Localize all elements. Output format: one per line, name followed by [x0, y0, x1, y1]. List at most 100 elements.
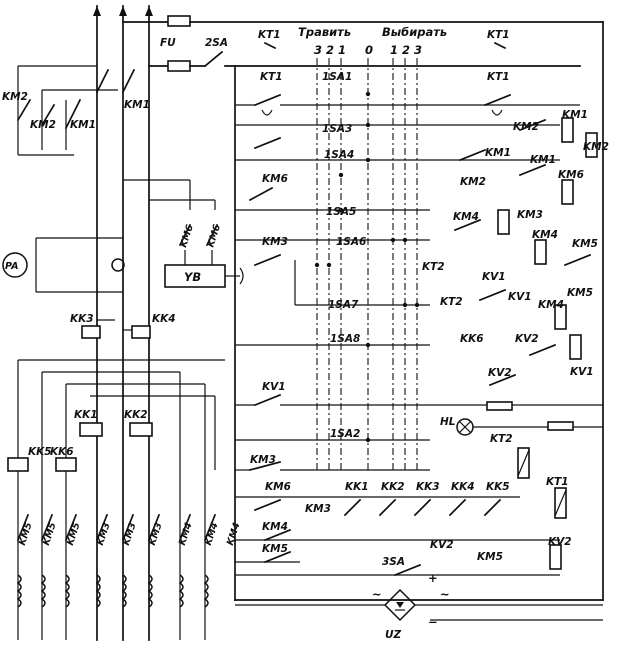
label-travit: Травить — [298, 25, 351, 39]
label-2sa: 2SA — [205, 37, 228, 49]
label-kk2: KK2 — [124, 409, 148, 421]
label-kt1-top-left: KT1 — [258, 29, 281, 41]
label-1sa3: 1SA3 — [322, 123, 352, 135]
label-kt2-r2: KT2 — [440, 296, 463, 308]
label-kt1-coil: KT1 — [546, 476, 569, 488]
label-kv2-r2: KV2 — [488, 367, 512, 379]
label-kt2-coil: KT2 — [490, 433, 513, 445]
label-kt1-mid-left: KT1 — [260, 71, 283, 83]
label-km4-coil: KM4 — [532, 229, 558, 241]
label-km5-c: KM5 — [65, 521, 83, 547]
label-km5-r: KM5 — [572, 238, 598, 250]
label-1sa2: 1SA2 — [330, 428, 360, 440]
control-frame: FU 2SA — [160, 15, 604, 601]
label-fu: FU — [160, 37, 176, 49]
control-left-branch: KM6 KM3 KV1 KM3 — [235, 173, 430, 472]
label-km4-b: KM4 — [203, 521, 221, 547]
label-kt1-mid-right: KT1 — [487, 71, 510, 83]
label-kk1-bottom: KK1 — [345, 481, 369, 493]
label-km2-r2: KM2 — [460, 176, 486, 188]
label-km5-coil: KM5 — [567, 287, 593, 299]
label-kv1-r2: KV1 — [508, 291, 532, 303]
label-km4-c: KM4 — [225, 521, 243, 547]
label-kv1-r: KV1 — [482, 271, 506, 283]
label-1sa4: 1SA4 — [324, 149, 354, 161]
label-tilde-left: ~ — [372, 587, 382, 601]
controller-position-lines — [316, 58, 418, 470]
label-yb: YB — [184, 270, 201, 284]
pos-right-3: 3 — [414, 43, 422, 57]
pos-left-1: 1 — [338, 43, 346, 57]
lamp-and-resistors — [430, 401, 603, 436]
controller-contacts: 1SA1 1SA3 1SA4 1SA5 1SA6 1SA7 1SA8 1SA2 — [235, 71, 560, 443]
label-km1-r2: KM1 — [530, 154, 556, 166]
label-km4-r: KM4 — [453, 211, 479, 223]
label-kk1: KK1 — [74, 409, 98, 421]
kt1-top-contacts: KT1 KT1 KT1 KT1 — [235, 29, 580, 116]
right-coils: KM1 KM2 KM6 KM3 KM4 KM5 KV1 KT2 KT1 KV2 — [490, 109, 609, 570]
pos-right-1: 1 — [390, 43, 398, 57]
label-minus: − — [428, 615, 438, 629]
right-contacts: KM2 KM1 KM1 KM2 KM4 KM5 KT2 KV1 KT2 KV1 … — [253, 118, 598, 428]
ammeter-pa: PA — [2, 252, 28, 278]
rectifier-uz: UZ + − ~ ~ — [235, 571, 603, 641]
controller-header: Травить Выбирать 3 2 1 0 1 2 3 — [298, 25, 447, 57]
label-km5-b: KM5 — [41, 521, 59, 547]
label-kk3: KK3 — [70, 313, 94, 325]
pos-left-3: 3 — [314, 43, 322, 57]
thermal-relays-kk1-kk2-kk5-kk6: KK1 KK2 KK5 KK6 — [7, 409, 153, 472]
label-kv1-ctrl: KV1 — [262, 381, 286, 393]
label-km5-a: KM5 — [17, 521, 35, 547]
label-tilde-right: ~ — [440, 587, 450, 601]
label-plus: + — [428, 571, 438, 585]
label-km4-bottom: KM4 — [262, 521, 288, 533]
label-1sa7: 1SA7 — [328, 299, 359, 311]
label-pa: PA — [5, 261, 18, 272]
label-kv1-coil: KV1 — [570, 366, 594, 378]
label-kk6-r: KK6 — [460, 333, 484, 345]
label-3sa: 3SA — [382, 556, 405, 568]
label-vybirat: Выбирать — [382, 25, 447, 39]
label-1sa8: 1SA8 — [330, 333, 360, 345]
label-km4-r2: KM4 — [538, 299, 564, 311]
label-km5-bottom: KM5 — [262, 543, 288, 555]
label-kk5: KK5 — [28, 446, 52, 458]
thermal-relays-kk3-kk4: KK3 KK4 — [70, 313, 176, 339]
power-bus — [17, 5, 225, 641]
pos-right-2: 2 — [402, 43, 410, 57]
label-kv2-r: KV2 — [515, 333, 539, 345]
label-kt1-top-right: KT1 — [487, 29, 510, 41]
kk-contact-row: KM6 KK1 KK2 KK3 KK4 KK5 KM3 KM4 KM5 KV2 … — [235, 481, 560, 577]
pos-zero: 0 — [365, 43, 373, 57]
label-km3-ctrl: KM3 — [262, 236, 288, 248]
motor-windings — [16, 574, 209, 608]
label-kv2-coil: KV2 — [548, 536, 572, 548]
label-kk4: KK4 — [152, 313, 176, 325]
label-kk3-bottom: KK3 — [416, 481, 440, 493]
pos-left-2: 2 — [326, 43, 334, 57]
label-uz: UZ — [385, 629, 402, 641]
label-km5-bottom-r: KM5 — [477, 551, 503, 563]
label-km1-a: KM1 — [70, 119, 96, 131]
label-1sa6: 1SA6 — [336, 236, 366, 248]
label-km1-coil: KM1 — [562, 109, 588, 121]
brake-yb: YB KM6 KM6 — [164, 223, 244, 288]
label-km3-lower: KM3 — [250, 454, 276, 466]
label-km6-bottom: KM6 — [265, 481, 291, 493]
label-km6-a: KM6 — [178, 223, 196, 249]
label-km3-bottom: KM3 — [305, 503, 331, 515]
label-kv2-bottom: KV2 — [430, 539, 454, 551]
label-km6-ctrl: KM6 — [262, 173, 288, 185]
label-kk2-bottom: KK2 — [381, 481, 405, 493]
label-kt2-r: KT2 — [422, 261, 445, 273]
label-hl: HL — [440, 416, 455, 428]
label-kk5-bottom: KK5 — [486, 481, 510, 493]
label-km6-coil: KM6 — [558, 169, 584, 181]
label-km1-r: KM1 — [485, 147, 511, 159]
label-km6-b: KM6 — [205, 223, 223, 249]
label-km2-coil: KM2 — [583, 141, 609, 153]
power-contacts-km1-km2: KM2 KM2 KM1 KM1 — [2, 68, 150, 131]
motor-contactors-bottom: KM5 KM5 KM5 KM3 KM3 KM3 KM4 KM4 KM4 — [16, 513, 243, 547]
label-km1-b: KM1 — [124, 99, 150, 111]
